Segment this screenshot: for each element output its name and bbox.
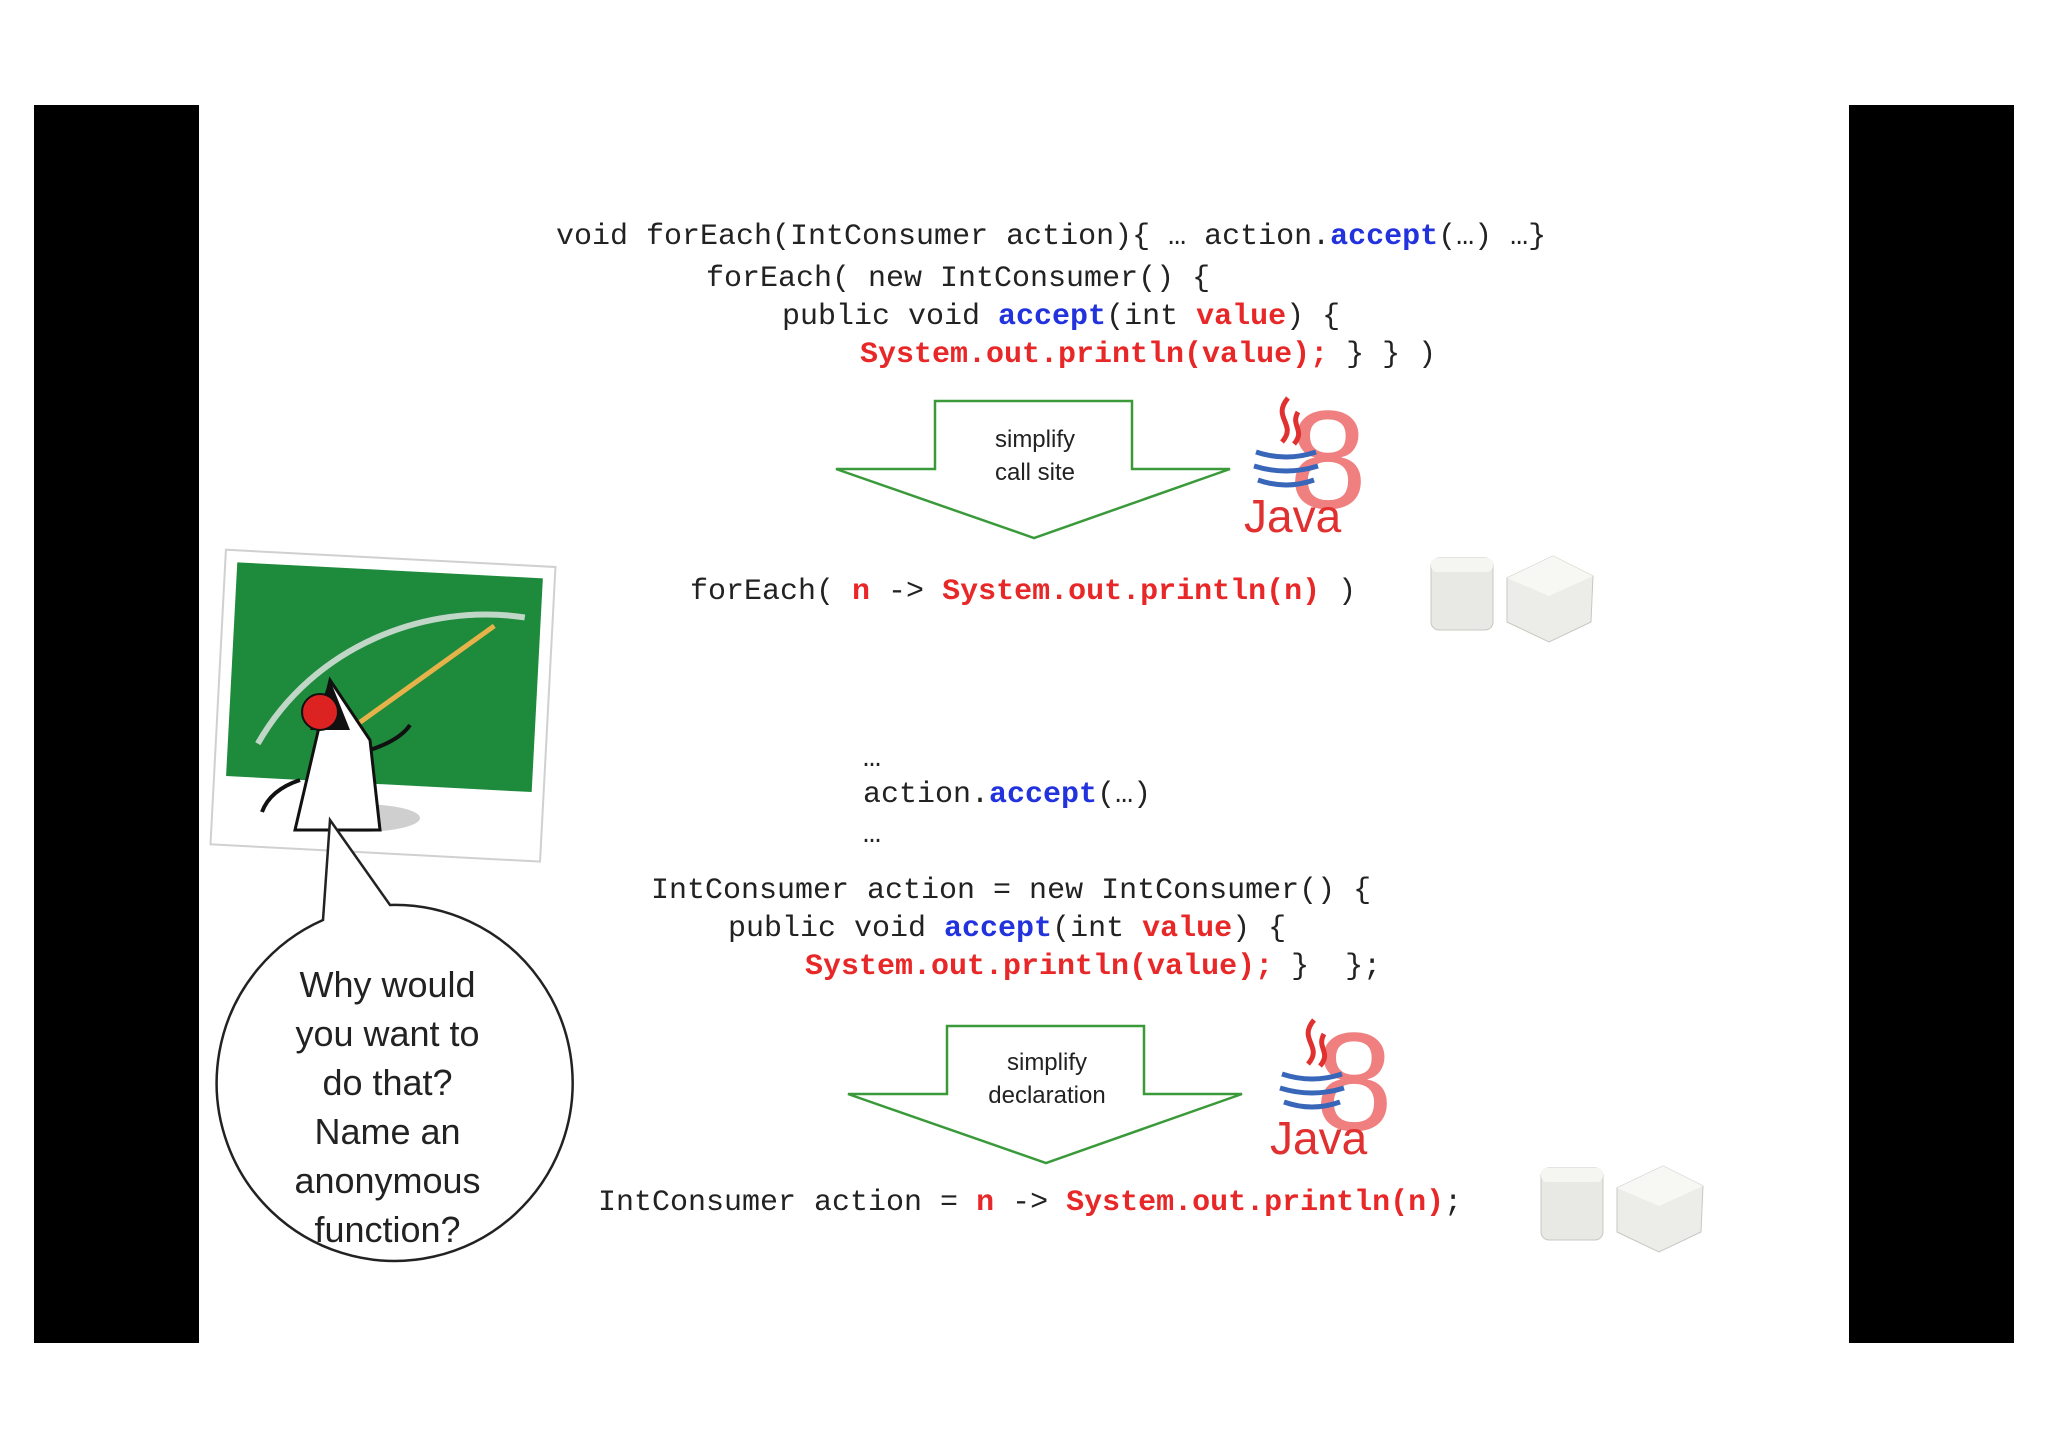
bubble-l3: do that?	[322, 1062, 453, 1103]
foreach-signature-c: (…) …}	[1438, 220, 1547, 254]
java-8-digit: 8	[1289, 390, 1367, 538]
anon-class-call-l1: forEach( new IntConsumer() {	[706, 262, 1211, 296]
arrow1-line1: simplify	[994, 426, 1075, 453]
anon-class-decl-l3b: } };	[1273, 950, 1382, 984]
down-arrow-icon	[847, 1024, 1243, 1165]
anon-class-decl-l2b: accept	[944, 912, 1053, 946]
arrow2-line1: simplify	[1006, 1049, 1087, 1076]
java-8-logo-icon: 8 Java	[1270, 1012, 1393, 1164]
anon-class-call-l2c: (int	[1106, 300, 1197, 334]
anon-class-decl-line3: System.out.println(value); } };	[805, 948, 1381, 986]
action-accept-line: action.accept(…)	[863, 776, 1151, 814]
left-black-bar	[34, 105, 199, 1343]
lambda-call-d: System.out.println(n)	[942, 575, 1321, 609]
anon-class-call-line1: forEach( new IntConsumer() {	[706, 260, 1210, 298]
arrow1-label: simplify call site	[935, 423, 1135, 489]
anon-class-decl-line1: IntConsumer action = new IntConsumer() {	[651, 872, 1371, 910]
lambda-decl-b: n	[976, 1186, 995, 1220]
anon-class-call-l2d: value	[1196, 300, 1287, 334]
anon-class-call-l2b: accept	[998, 300, 1107, 334]
anon-class-call-l2a: public void	[782, 300, 999, 334]
anon-class-decl-l3a: System.out.println(value);	[805, 950, 1274, 984]
anon-class-decl-l2d: value	[1142, 912, 1233, 946]
right-black-bar	[1849, 105, 2014, 1343]
bubble-l2: you want to	[295, 1013, 480, 1054]
ellipsis-line-bottom: …	[863, 816, 881, 854]
down-arrow-icon	[835, 399, 1231, 540]
arrow2-line2: declaration	[988, 1082, 1106, 1109]
bubble-l4: Name an	[314, 1111, 461, 1152]
mid-l3: …	[863, 818, 882, 852]
duke-teacher-icon	[209, 548, 557, 863]
arrow2-label: simplify declaration	[947, 1046, 1147, 1112]
sugar-cubes-icon	[1540, 1165, 1704, 1253]
anon-class-decl-l2a: public void	[728, 912, 945, 946]
anon-class-decl-line2: public void accept(int value) {	[728, 910, 1286, 948]
foreach-signature-line: void forEach(IntConsumer action){ … acti…	[556, 180, 1546, 256]
java-8-logo-icon: 8 Java	[1244, 390, 1367, 542]
mid-l2c: (…)	[1097, 778, 1152, 812]
lambda-decl-line: IntConsumer action = n -> System.out.pri…	[598, 1184, 1462, 1222]
speech-bubble-text: Why would you want to do that? Name an a…	[240, 960, 535, 1254]
lambda-decl-c: ->	[994, 1186, 1067, 1220]
anon-class-decl-l2c: (int	[1052, 912, 1143, 946]
lambda-call-b: n	[852, 575, 871, 609]
lambda-call-e: )	[1320, 575, 1357, 609]
java-word: Java	[1270, 1112, 1368, 1164]
mid-l1: …	[863, 742, 882, 776]
sugar-cubes-icon	[1430, 555, 1594, 643]
java-8-digit: 8	[1315, 1012, 1393, 1160]
lambda-decl-d: System.out.println(n)	[1066, 1186, 1445, 1220]
bubble-l6: function?	[314, 1209, 461, 1250]
lambda-call-a: forEach(	[690, 575, 853, 609]
foreach-signature-accept: accept	[1330, 220, 1439, 254]
anon-class-call-line2: public void accept(int value) {	[782, 298, 1340, 336]
anon-class-call-line3: System.out.println(value); } } )	[860, 336, 1436, 374]
anon-class-call-l2e: ) {	[1286, 300, 1341, 334]
anon-class-decl-l2e: ) {	[1232, 912, 1287, 946]
bubble-l1: Why would	[299, 964, 476, 1005]
bubble-l5: anonymous	[294, 1160, 481, 1201]
foreach-signature-a: void forEach(IntConsumer action){ … acti…	[556, 220, 1331, 254]
mid-l2a: action.	[863, 778, 990, 812]
arrow1-line2: call site	[994, 459, 1076, 486]
anon-class-decl-l1: IntConsumer action = new IntConsumer() {	[651, 874, 1372, 908]
speech-bubble-icon	[215, 816, 574, 1263]
ellipsis-line-top: …	[863, 740, 881, 778]
lambda-decl-e: ;	[1444, 1186, 1463, 1220]
mid-l2b: accept	[989, 778, 1098, 812]
lambda-decl-a: IntConsumer action =	[598, 1186, 977, 1220]
java-word: Java	[1244, 490, 1342, 542]
anon-class-call-l3a: System.out.println(value);	[860, 338, 1329, 372]
anon-class-call-l3b: } } )	[1328, 338, 1437, 372]
lambda-call-line: forEach( n -> System.out.println(n) )	[690, 573, 1356, 611]
lambda-call-c: ->	[870, 575, 943, 609]
